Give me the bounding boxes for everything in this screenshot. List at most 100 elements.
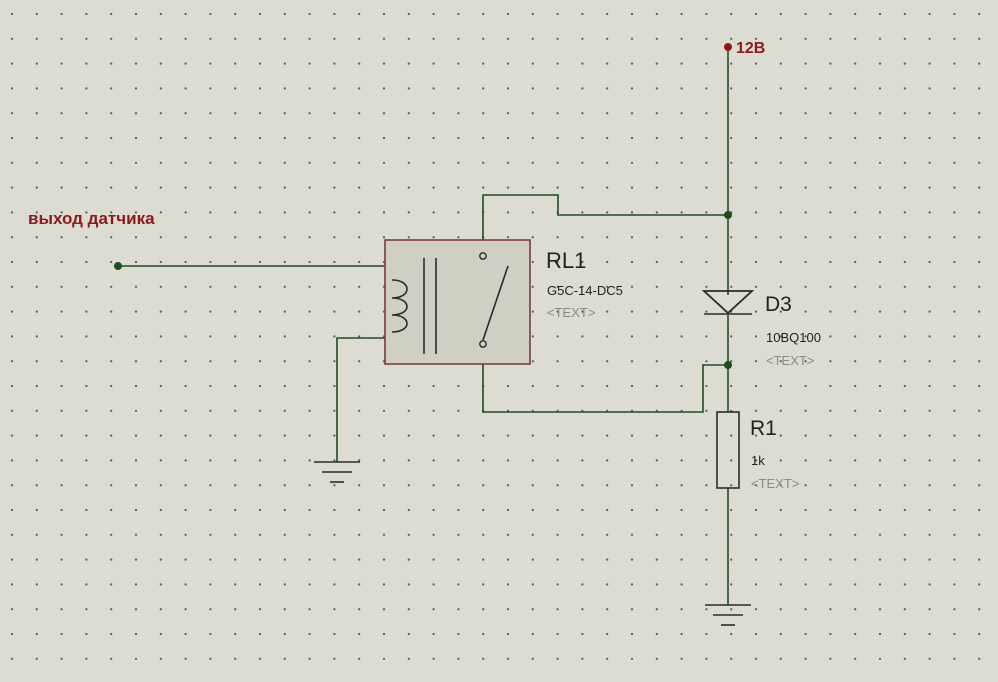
grid-dot	[705, 384, 708, 388]
wire-coil-to-ground	[336, 332, 393, 462]
grid-dot	[903, 632, 906, 636]
grid-dot	[382, 384, 386, 388]
grid-dot	[804, 310, 807, 313]
grid-dot	[705, 186, 708, 189]
grid-dot	[506, 211, 510, 214]
grid-dot	[804, 434, 807, 437]
grid-dot	[333, 112, 336, 115]
grid-dot	[531, 608, 534, 611]
grid-dot	[903, 236, 906, 239]
grid-dot	[804, 260, 807, 264]
grid-dot	[754, 260, 758, 264]
grid-dot	[730, 533, 733, 536]
grid-dot	[556, 62, 559, 65]
grid-dot	[531, 211, 534, 214]
grid-dot	[209, 136, 212, 140]
grid-dot	[110, 384, 113, 388]
grid-dot	[953, 310, 956, 313]
grid-dot	[358, 37, 361, 40]
grid-dot	[308, 87, 311, 90]
grid-dot	[829, 583, 832, 586]
grid-dot	[134, 87, 138, 90]
grid-dot	[234, 508, 237, 512]
grid-dot	[779, 608, 782, 611]
grid-dot	[482, 533, 485, 536]
grid-dot	[382, 211, 386, 214]
grid-dot	[407, 657, 410, 660]
grid-dot	[283, 161, 286, 164]
grid-dot	[556, 136, 559, 140]
grid-dot	[283, 62, 286, 65]
grid-dot	[655, 335, 658, 338]
grid-dot	[110, 533, 113, 536]
grid-dot	[134, 236, 138, 239]
grid-dot	[556, 558, 559, 561]
grid-dot	[978, 310, 981, 313]
resistor-r1[interactable]	[716, 411, 740, 489]
grid-dot	[754, 409, 758, 412]
grid-dot	[978, 112, 981, 115]
grid-dot	[35, 558, 38, 561]
grid-dot	[10, 285, 14, 288]
grid-dot	[159, 285, 162, 288]
grid-dot	[407, 459, 410, 462]
grid-dot	[705, 136, 708, 140]
grid-dot	[854, 211, 857, 214]
grid-dot	[283, 558, 286, 561]
grid-dot	[358, 62, 361, 65]
grid-dot	[134, 434, 138, 437]
grid-dot	[506, 558, 510, 561]
grid-dot	[110, 112, 113, 115]
grid-dot	[110, 409, 113, 412]
grid-dot	[382, 484, 386, 487]
grid-dot	[606, 310, 609, 313]
grid-dot	[730, 37, 733, 40]
grid-dot	[258, 136, 262, 140]
grid-dot	[134, 459, 138, 462]
grid-dot	[754, 335, 758, 338]
grid-dot	[655, 558, 658, 561]
grid-dot	[10, 112, 14, 115]
grid-dot	[928, 260, 931, 264]
grid-dot	[829, 558, 832, 561]
grid-dot	[482, 37, 485, 40]
grid-dot	[878, 384, 882, 388]
relay-rl1[interactable]	[384, 239, 531, 365]
grid-dot	[209, 608, 212, 611]
grid-dot	[358, 136, 361, 140]
grid-dot	[754, 285, 758, 288]
grid-dot	[308, 409, 311, 412]
grid-dot	[829, 136, 832, 140]
grid-dot	[953, 186, 956, 189]
grid-dot	[705, 459, 708, 462]
grid-dot	[35, 508, 38, 512]
grid-dot	[581, 161, 584, 164]
grid-dot	[606, 112, 609, 115]
grid-dot	[903, 211, 906, 214]
grid-dot	[159, 558, 162, 561]
grid-dot	[184, 12, 187, 16]
grid-dot	[878, 360, 882, 363]
grid-dot	[978, 409, 981, 412]
grid-dot	[209, 87, 212, 90]
grid-dot	[953, 12, 956, 16]
grid-dot	[556, 260, 559, 264]
grid-dot	[85, 12, 88, 16]
grid-dot	[110, 87, 113, 90]
grid-dot	[432, 409, 435, 412]
wire-relay-bottom-contact	[482, 344, 728, 413]
grid-dot	[234, 434, 237, 437]
grid-dot	[779, 211, 782, 214]
relay-switch-arm	[482, 265, 509, 341]
grid-dot	[978, 87, 981, 90]
grid-dot	[159, 360, 162, 363]
grid-dot	[333, 285, 336, 288]
grid-dot	[457, 136, 460, 140]
diode-d3[interactable]	[701, 290, 755, 315]
grid-dot	[60, 260, 63, 264]
grid-dot	[779, 285, 782, 288]
grid-dot	[35, 484, 38, 487]
grid-dot	[928, 583, 931, 586]
grid-dot	[854, 136, 857, 140]
grid-dot	[85, 360, 88, 363]
